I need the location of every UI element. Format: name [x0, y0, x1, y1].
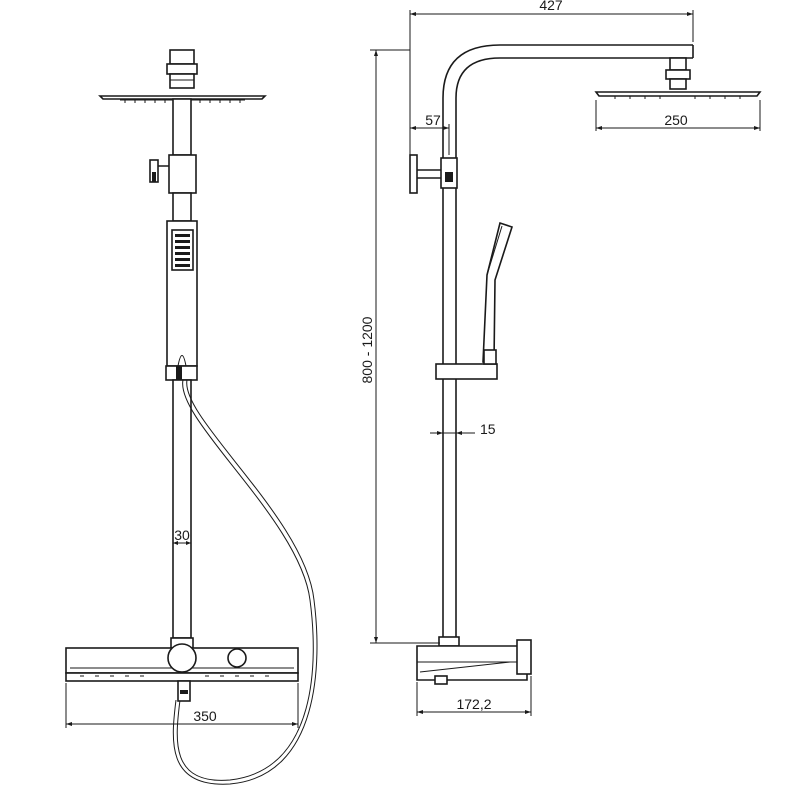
dim-mixer-width: 350	[65, 683, 299, 728]
dim-pipe-diameter: 30	[173, 527, 191, 545]
dim-overhead-arm: 427	[409, 0, 694, 155]
label-mixer-depth: 172,2	[456, 696, 491, 712]
front-lower-riser	[172, 379, 192, 639]
front-hand-shower	[166, 220, 198, 367]
side-overhead-arm	[442, 44, 762, 99]
side-hand-shower	[435, 221, 514, 380]
label-head-diameter: 250	[664, 112, 688, 128]
side-thermostatic-mixer	[416, 636, 532, 685]
label-wall-offset: 57	[425, 112, 441, 128]
front-diverter	[149, 154, 197, 194]
label-overhead-arm: 427	[539, 0, 563, 13]
front-hose	[176, 379, 314, 781]
label-mixer-width: 350	[193, 708, 217, 724]
dim-wall-offset: 57	[410, 112, 450, 155]
label-height-range: 800 - 1200	[359, 316, 375, 383]
dim-head-diameter: 250	[595, 100, 761, 131]
front-upper-riser	[172, 98, 192, 156]
label-riser-offset: 15	[480, 421, 496, 437]
front-view: 30 350	[65, 49, 318, 785]
side-wall-bracket	[409, 154, 458, 194]
label-pipe-diameter: 30	[174, 527, 190, 543]
dim-mixer-depth: 172,2	[416, 676, 532, 716]
dim-riser-offset: 15	[430, 421, 496, 437]
front-thermostatic-mixer	[65, 637, 299, 702]
side-view: 427 57 250 800 - 1200	[359, 0, 762, 716]
dim-height-range: 800 - 1200	[359, 49, 440, 644]
front-shower-head	[98, 49, 267, 103]
